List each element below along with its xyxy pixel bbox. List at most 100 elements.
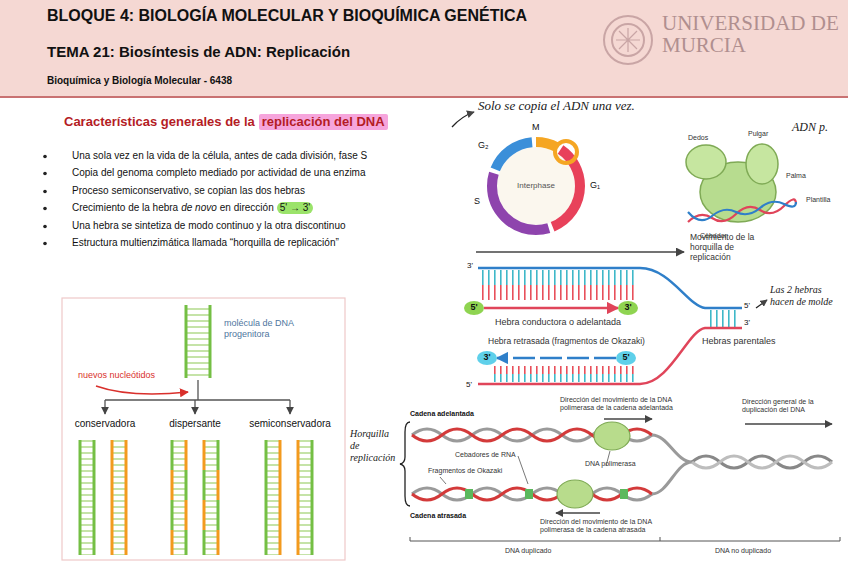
phase-label: G₁ — [590, 180, 600, 191]
replication-fork-diagram-part — [482, 270, 638, 285]
bullet-text: de novo — [181, 202, 217, 214]
header-band-part — [0, 96, 848, 98]
replication-fork-illustration-part — [604, 418, 652, 419]
strand-end-oval: 5' — [464, 301, 484, 315]
strand-end-oval: 3' — [618, 301, 638, 315]
handwritten-arrow-part — [452, 112, 474, 127]
bullet-dots-part — [43, 190, 47, 194]
bullet-text: Copia del genoma completo mediado por ac… — [72, 167, 366, 179]
replication-fork-diagram-part — [478, 268, 742, 308]
handwritten-note: Horquilla de replicación — [350, 428, 400, 464]
dna-polymerase-illustration-part — [688, 199, 796, 222]
dna-polymerase-illustration — [686, 144, 796, 222]
replication-models-part — [172, 440, 186, 555]
replication-fork-diagram-part — [482, 285, 638, 300]
dna-polymerase-illustration-part — [686, 145, 726, 179]
replication-fork-illustration-part — [465, 489, 473, 499]
strand-end-oval: 3' — [477, 351, 497, 365]
handwritten-arrow — [452, 112, 474, 127]
replication-models-part — [298, 440, 312, 555]
strand-end-label: 3' — [467, 261, 473, 271]
header-text: Bioquímica y Biología Molecular - 6438 — [47, 75, 232, 87]
handwritten-note: Las 2 hebras hacen de molde — [770, 284, 842, 308]
strand-end-label: 3' — [744, 318, 750, 328]
replication-fork-diagram-part — [492, 366, 638, 374]
phase-label: S — [474, 196, 480, 207]
replication-models-part — [311, 440, 314, 555]
replication-models-part — [204, 440, 218, 555]
replication-fork-illustration — [410, 419, 840, 541]
replication-models-part — [289, 400, 290, 414]
phase-label: G₂ — [478, 140, 489, 151]
replication-models-part — [297, 440, 300, 555]
replication-models-part — [112, 440, 126, 555]
replication-models-part — [111, 440, 114, 555]
bullet-dots-part — [43, 155, 47, 159]
part-label: Plantilla — [806, 196, 831, 204]
strand-end-label: 5' — [622, 353, 629, 363]
replication-fork-diagram-part — [492, 374, 638, 382]
replication-models-part — [105, 380, 290, 400]
phase-label: Interphase — [517, 181, 555, 191]
replication-fork-illustration-part — [525, 489, 533, 499]
replication-models-part — [104, 400, 105, 414]
replication-fork-diagram-part — [756, 300, 767, 308]
replication-models-part — [185, 470, 188, 555]
region-label: DNA no duplicado — [715, 547, 771, 555]
dna-polymerase-illustration-part — [746, 144, 778, 184]
replication-models-part — [194, 400, 195, 414]
replication-models-part — [185, 305, 188, 378]
header-band — [0, 0, 848, 97]
replication-fork-illustration-part — [412, 488, 652, 500]
part-label: Fragmentos de Okazaki — [428, 467, 502, 475]
cell-cycle-part — [492, 142, 580, 230]
replication-fork-diagram-part — [476, 251, 684, 253]
dna-polymerase-illustration-part — [688, 202, 796, 220]
handwritten-note: ADN p. — [792, 120, 828, 134]
bullet-dots-part — [43, 225, 47, 229]
bullet-dots-part — [43, 242, 47, 246]
bullet-dots-part — [43, 207, 47, 211]
bullet-text: Estructura multienzimática llamada “horq… — [72, 237, 339, 249]
replication-fork-diagram-part — [708, 310, 740, 327]
part-label: DNA polimerasa — [585, 460, 636, 468]
handwritten-bracket-part — [400, 422, 410, 506]
direction-label: Dirección del movimiento de la DNA polim… — [540, 518, 685, 535]
replication-models-part — [266, 440, 280, 555]
replication-models-part — [80, 440, 94, 555]
header-band-part — [0, 0, 848, 96]
strand-end-label: 3' — [483, 353, 490, 363]
highlighted-heading: replicación del DNA — [259, 114, 388, 130]
strand-end-label: 3' — [624, 303, 631, 313]
header-text: TEMA 21: Biosíntesis de ADN: Replicación — [47, 43, 350, 61]
cell-cycle-part — [492, 142, 580, 230]
model-name: dispersante — [169, 418, 221, 430]
model-name: semiconservadora — [249, 418, 331, 430]
part-label: Dedos — [688, 134, 708, 142]
strand-end-label: 5' — [744, 301, 750, 311]
replication-models-part — [125, 440, 128, 555]
handwritten-note: Solo se copia el ADN una vez. — [478, 98, 635, 114]
bullet-dots — [43, 155, 47, 246]
bullet-dots-part — [43, 172, 47, 176]
replication-models-part — [96, 386, 188, 394]
replication-models-part — [209, 305, 212, 378]
replication-models-part — [265, 440, 268, 555]
replication-models-part — [217, 470, 220, 555]
replication-fork-diagram — [476, 252, 767, 384]
replication-fork-illustration-part — [652, 435, 692, 494]
slide-heading: Características generales de la — [64, 114, 255, 130]
model-label: nuevos nucleótidos — [78, 370, 155, 381]
replication-fork-illustration-part — [556, 512, 600, 513]
region-label: DNA duplicado — [505, 547, 551, 555]
strand-arrow — [484, 307, 618, 310]
model-name: conservadora — [75, 418, 136, 430]
logo-text: UNIVERSIDAD DE MURCIA — [662, 12, 840, 56]
slide-title: BLOQUE 4: BIOLOGÍA MOLECULAR Y BIOQUÍMIC… — [47, 6, 527, 25]
direction-label: Dirección del movimiento de la DNA polim… — [560, 396, 705, 413]
part-label: Pulgar — [748, 130, 768, 138]
bullet-text: Una sola vez en la vida de la célula, an… — [72, 150, 367, 162]
replication-fork-illustration-part — [412, 488, 652, 500]
